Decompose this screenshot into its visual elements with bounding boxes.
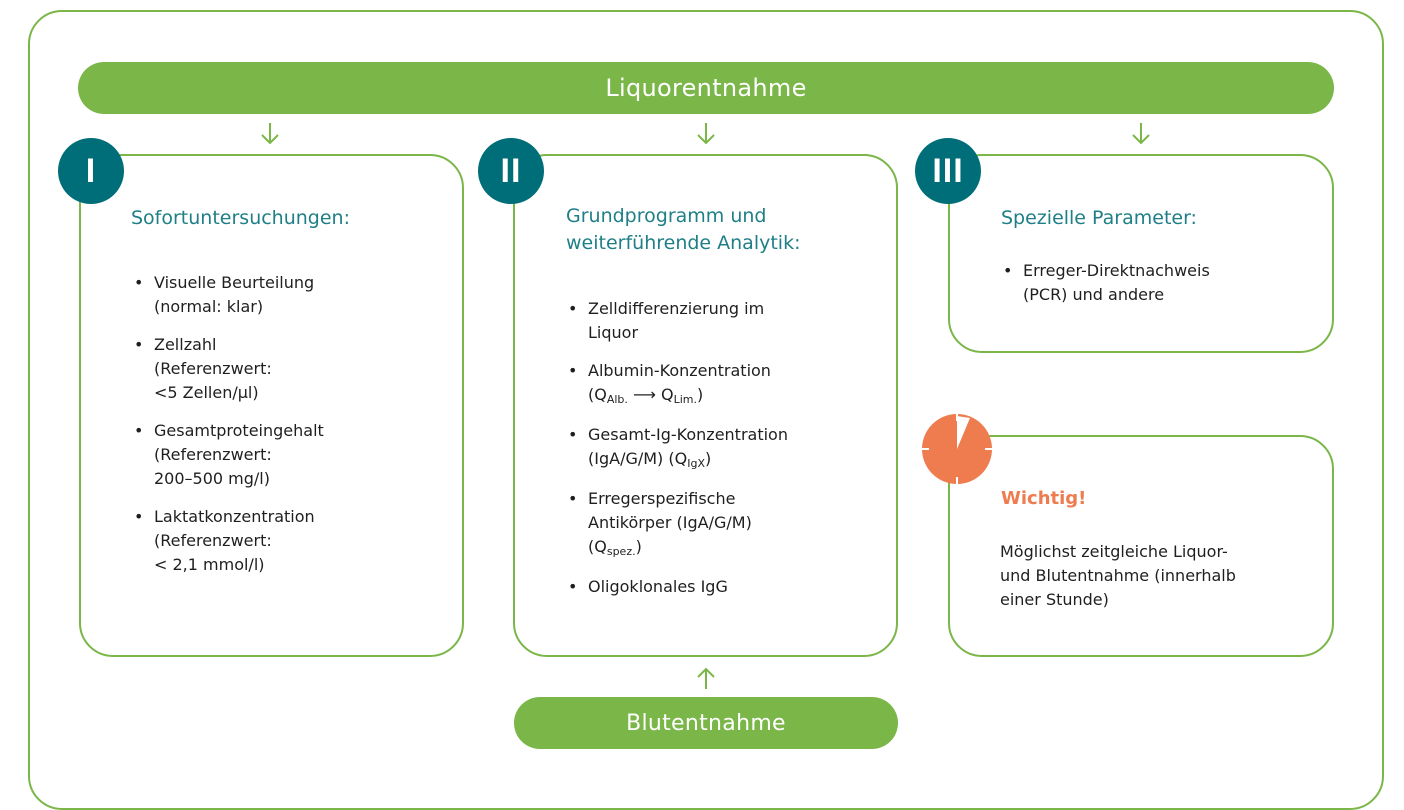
- list-item: Gesamtproteingehalt (Referenzwert: 200–5…: [132, 419, 432, 491]
- clock-icon: [922, 414, 992, 484]
- list-item: Zelldifferenzierung im Liquor: [566, 297, 866, 345]
- important-note: Möglichst zeitgleiche Liquor- und Bluten…: [1000, 542, 1236, 609]
- badge-ii: II: [478, 138, 544, 204]
- grundprogramm-list: Zelldifferenzierung im Liquor Albumin-Ko…: [566, 297, 866, 613]
- important-heading: Wichtig!: [1001, 488, 1087, 509]
- spezielle-parameter-heading: Spezielle Parameter:: [1001, 207, 1197, 229]
- badge-iii: III: [915, 138, 981, 204]
- arrow-up-icon: [697, 667, 715, 689]
- sofortuntersuchungen-heading: Sofortuntersuchungen:: [131, 207, 351, 229]
- list-item: Albumin-Konzentration (QAlb. ⟶ QLim.): [566, 359, 866, 409]
- blutentnahme-banner: Blutentnahme: [514, 697, 898, 749]
- grundprogramm-heading: Grundprogramm und weiterführende Analyti…: [566, 205, 801, 254]
- list-item: Visuelle Beurteilung (normal: klar): [132, 271, 432, 319]
- list-item: Erregerspezifische Antikörper (IgA/G/M) …: [566, 487, 866, 561]
- list-item: Laktatkonzentration (Referenzwert: < 2,1…: [132, 505, 432, 577]
- list-item: Gesamt-Ig-Konzentration (IgA/G/M) (QIgX): [566, 423, 866, 473]
- arrow-down-icon: [261, 123, 279, 145]
- liquorentnahme-banner: Liquorentnahme: [78, 62, 1334, 114]
- spezielle-parameter-list: Erreger-Direktnachweis (PCR) und andere: [1001, 259, 1301, 321]
- blutentnahme-label: Blutentnahme: [626, 710, 786, 736]
- arrow-down-icon: [1132, 123, 1150, 145]
- sofortuntersuchungen-list: Visuelle Beurteilung (normal: klar) Zell…: [132, 271, 432, 591]
- badge-i: I: [58, 138, 124, 204]
- list-item: Oligoklonales IgG: [566, 575, 866, 599]
- spezielle-parameter-box: [948, 154, 1334, 353]
- liquorentnahme-label: Liquorentnahme: [605, 74, 807, 102]
- list-item: Zellzahl (Referenzwert: <5 Zellen/µl): [132, 333, 432, 405]
- arrow-down-icon: [697, 123, 715, 145]
- important-box: [948, 435, 1334, 657]
- list-item: Erreger-Direktnachweis (PCR) und andere: [1001, 259, 1301, 307]
